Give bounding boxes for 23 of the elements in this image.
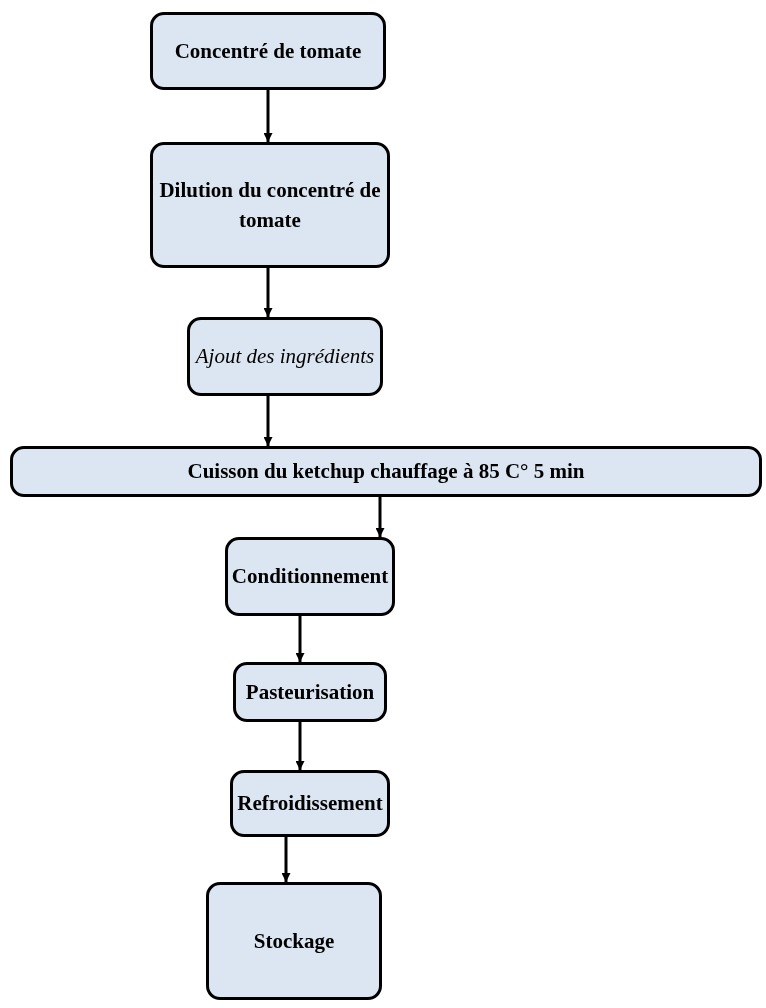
arrow	[281, 837, 291, 882]
arrow	[375, 497, 385, 537]
process-box	[233, 662, 387, 722]
step-label: Concentré de tomate	[174, 37, 362, 65]
arrow	[263, 90, 273, 142]
step-label: Cuisson du ketchup chauffage à 85 C° 5 min	[187, 458, 585, 486]
process-box	[206, 882, 382, 1000]
step-label: Pasteurisation	[245, 678, 375, 706]
arrow	[295, 616, 305, 662]
step-label: Refroidissement	[237, 790, 383, 818]
step-label: Ajout des ingrédients	[195, 343, 375, 371]
process-box	[230, 770, 390, 837]
step-label: Dilution du concentré de tomate	[158, 176, 382, 234]
process-box	[10, 446, 762, 497]
process-box	[150, 142, 390, 268]
step-label: Conditionnement	[231, 563, 389, 591]
arrow	[295, 722, 305, 770]
process-box	[225, 537, 395, 616]
process-box	[187, 317, 383, 396]
step-label: Stockage	[253, 927, 335, 955]
arrow	[263, 396, 273, 446]
process-box	[150, 12, 386, 90]
arrow	[263, 268, 273, 317]
